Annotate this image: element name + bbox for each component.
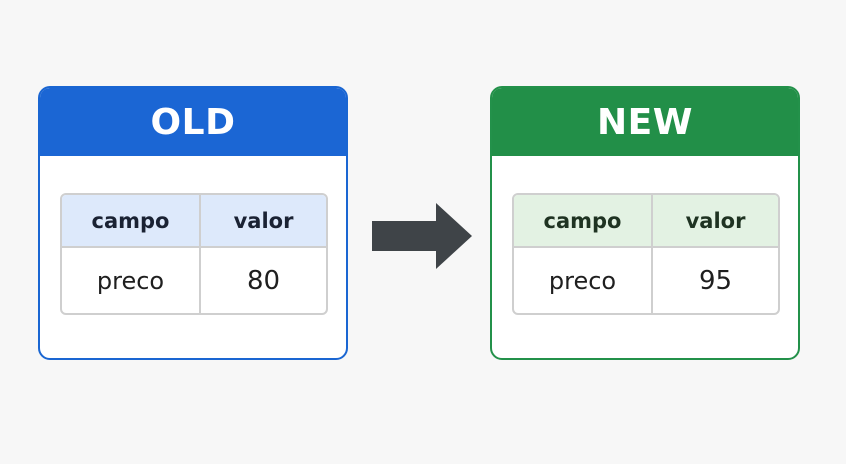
old-panel-title: OLD <box>40 88 346 156</box>
arrow-right-icon <box>372 203 472 269</box>
old-table-header-valor: valor <box>201 195 326 248</box>
new-table: campo valor preco 95 <box>512 193 780 315</box>
new-table-header-valor: valor <box>653 195 778 248</box>
old-table-cell-valor: 80 <box>246 265 281 296</box>
new-table-cell-campo: preco <box>514 248 653 313</box>
new-table-header-campo: campo <box>514 195 653 248</box>
old-table: campo valor preco 80 <box>60 193 328 315</box>
new-panel-title: NEW <box>492 88 798 156</box>
old-panel: OLD campo valor preco 80 <box>38 86 348 360</box>
new-panel: NEW campo valor preco 95 <box>490 86 800 360</box>
old-table-header-campo: campo <box>62 195 201 248</box>
old-table-cell-campo: preco <box>62 248 201 313</box>
new-table-cell-valor: 95 <box>698 265 733 296</box>
arrow-shape <box>372 203 472 269</box>
